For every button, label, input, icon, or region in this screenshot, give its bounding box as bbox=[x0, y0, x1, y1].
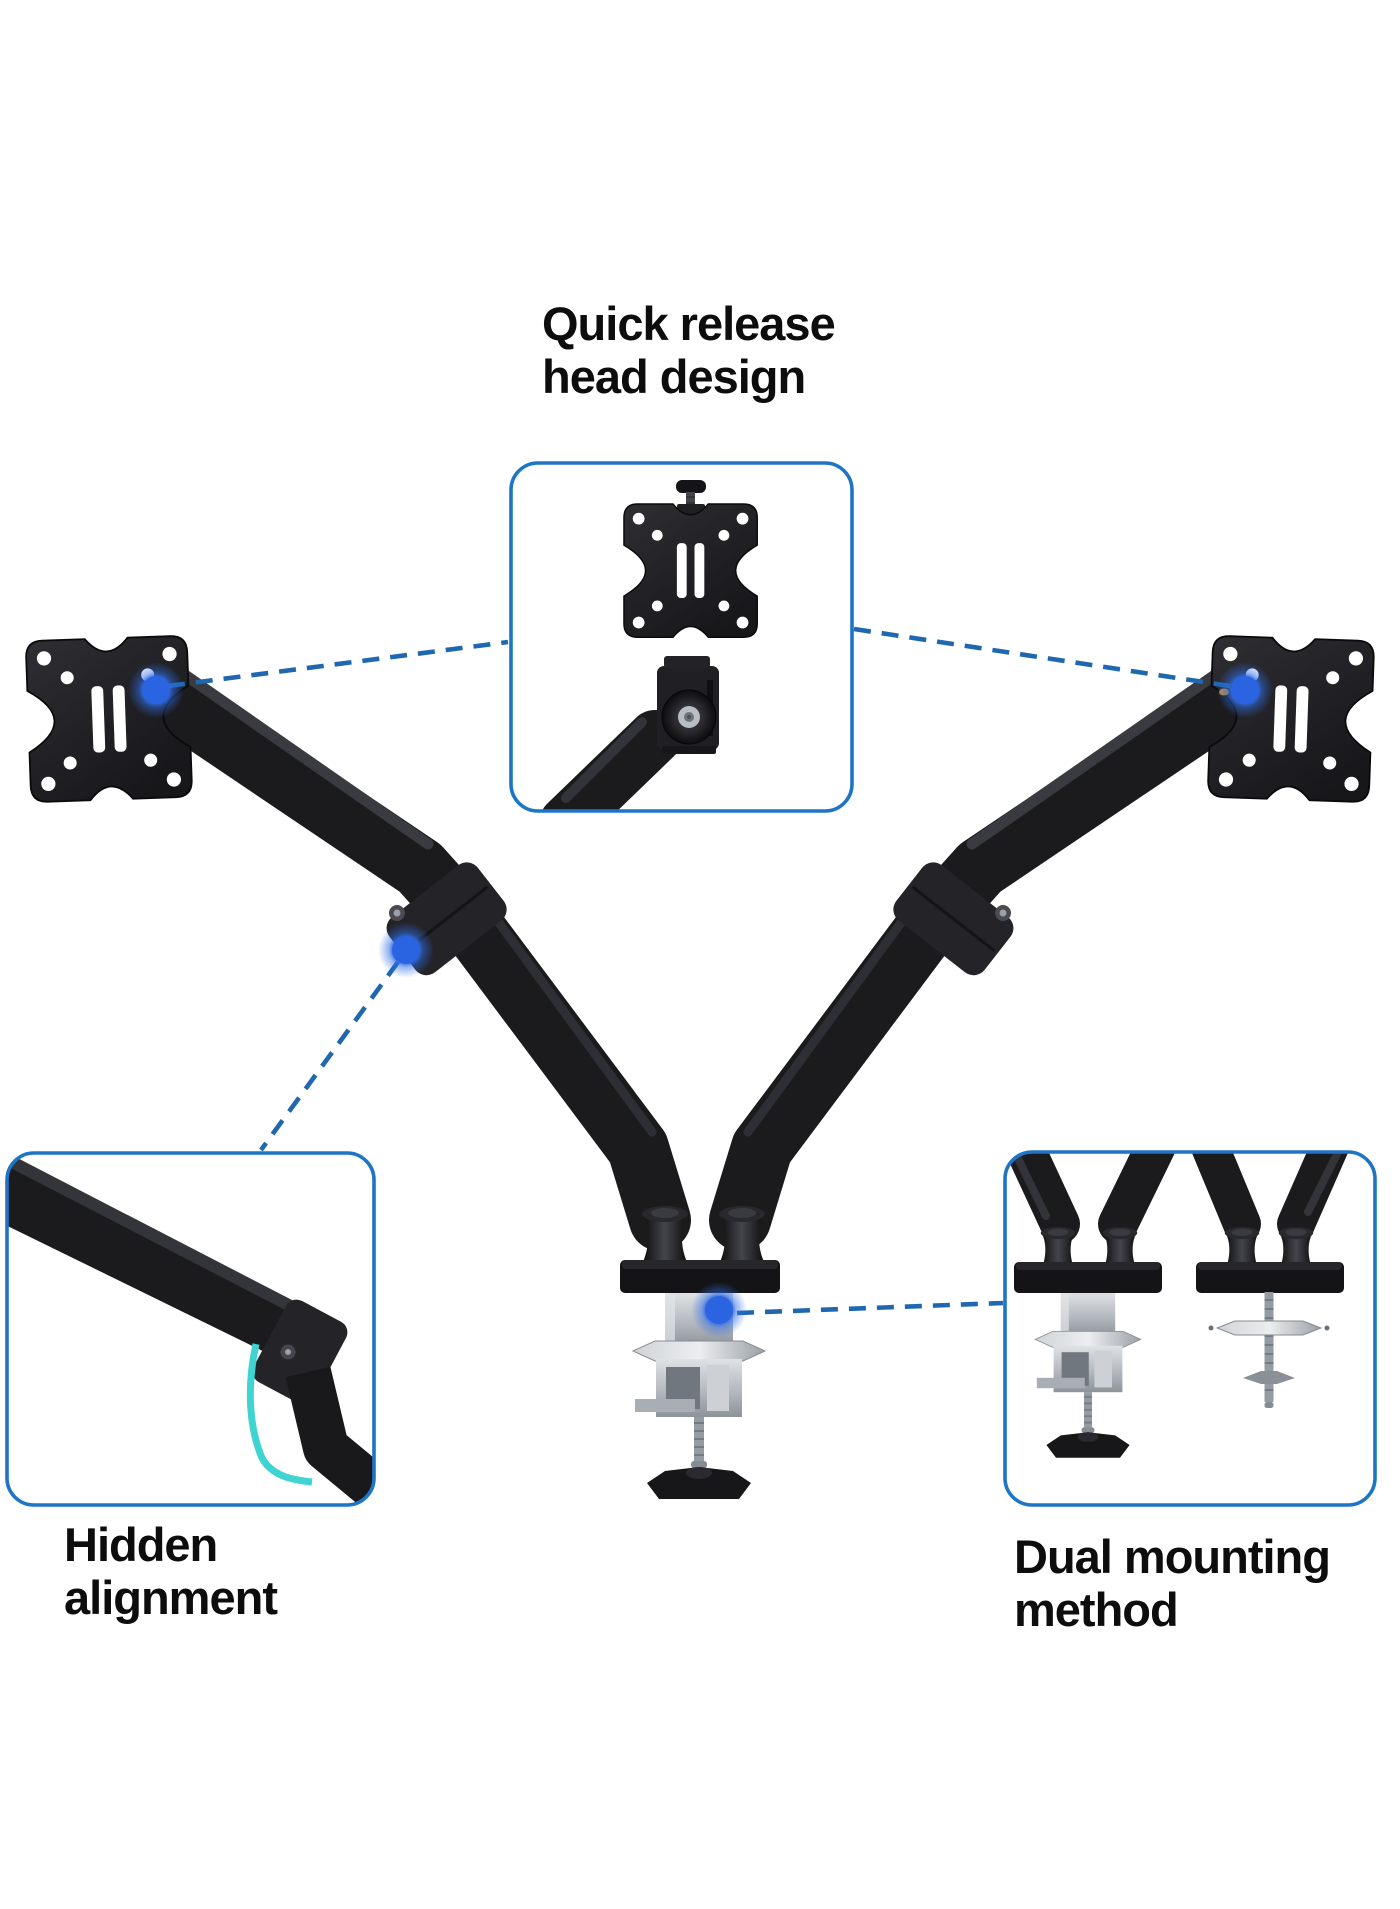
grommet-mount-option bbox=[1189, 1152, 1351, 1409]
leader-line-clamp bbox=[736, 1300, 1004, 1316]
label-dual-mounting: Dual mounting method bbox=[1014, 1530, 1331, 1636]
desk-bracket bbox=[620, 1260, 780, 1293]
leader-line-elbow bbox=[259, 960, 400, 1152]
marker-dot-left-vesa bbox=[128, 662, 184, 718]
leader-line-left-vesa bbox=[167, 639, 509, 689]
clamp-mount-option bbox=[1005, 1152, 1178, 1459]
thumbscrew-knob bbox=[676, 480, 706, 493]
leader-line-right-vesa bbox=[853, 626, 1231, 689]
arm-beam bbox=[7, 1161, 327, 1365]
arm-stub bbox=[539, 710, 682, 811]
leader-lines bbox=[167, 626, 1231, 1316]
callout-box-hidden-alignment bbox=[5, 1151, 376, 1507]
right-elbow-joint bbox=[893, 862, 1014, 976]
marker-dot-elbow bbox=[378, 922, 434, 978]
right-arm bbox=[709, 663, 1269, 1251]
arm-foot bbox=[285, 1366, 374, 1505]
callout-box-dual-mounting bbox=[1003, 1150, 1377, 1507]
label-quick-release: Quick release head design bbox=[542, 297, 836, 403]
left-post bbox=[642, 1206, 688, 1264]
marker-dot-clamp bbox=[691, 1282, 747, 1338]
label-hidden-alignment: Hidden alignment bbox=[64, 1518, 278, 1624]
right-post bbox=[719, 1206, 765, 1264]
routing-cable-loop bbox=[246, 1343, 313, 1486]
dual-monitor-arm bbox=[24, 634, 1376, 1500]
marker-dot-right-vesa bbox=[1217, 662, 1273, 718]
callout-box-quick-release bbox=[509, 461, 854, 813]
